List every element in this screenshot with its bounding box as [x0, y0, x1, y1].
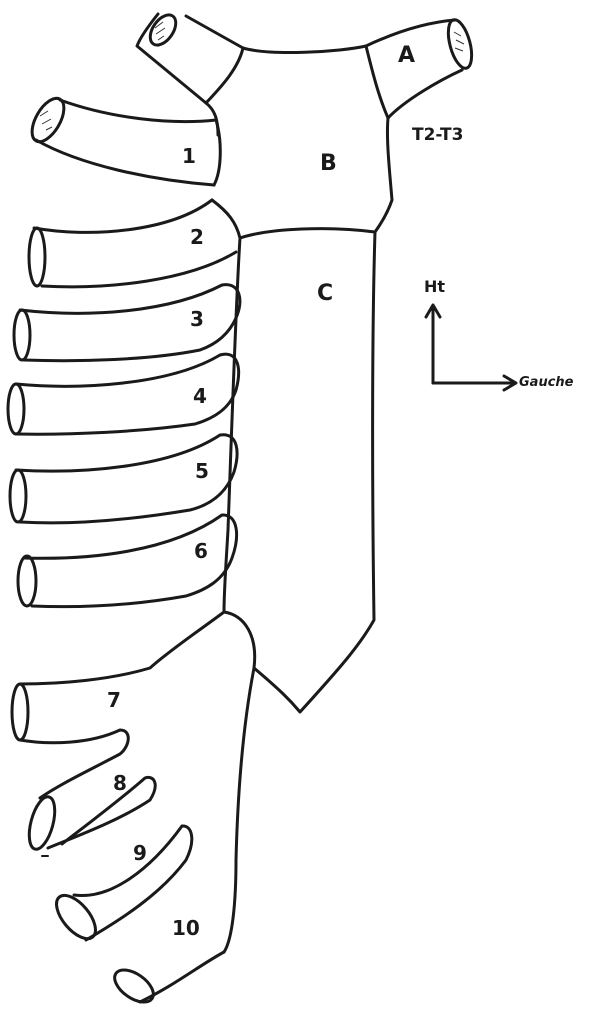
rib-9 [49, 826, 191, 945]
label-a: A [398, 43, 415, 68]
rib-5-label: 5 [195, 459, 209, 483]
rib-3-label: 3 [190, 307, 204, 331]
segment-c-sternum-body [224, 232, 375, 712]
rib-1 [26, 93, 221, 185]
label-vertebral-level: T2-T3 [412, 125, 463, 145]
rib-3 [14, 285, 240, 361]
label-c: C [317, 281, 333, 306]
orientation-up-label: Ht [424, 277, 445, 296]
rib-6-label: 6 [194, 539, 208, 563]
rib-10-label: 10 [172, 916, 200, 940]
upper-left-rib-stub [137, 10, 243, 103]
rib-2 [29, 200, 240, 287]
rib-2-label: 2 [190, 225, 204, 249]
rib-9-label: 9 [133, 841, 147, 865]
label-b: B [320, 151, 337, 176]
segment-b-manubrium [206, 46, 392, 238]
rib-1-label: 1 [182, 144, 196, 168]
rib-8-label: 8 [113, 771, 127, 795]
segment-a [366, 17, 476, 118]
rib-4-label: 4 [193, 384, 207, 408]
rib-7-label: 7 [107, 688, 121, 712]
orientation-left-label: Gauche [519, 375, 574, 390]
orientation-indicator [426, 305, 516, 390]
rib-10 [109, 964, 159, 1009]
